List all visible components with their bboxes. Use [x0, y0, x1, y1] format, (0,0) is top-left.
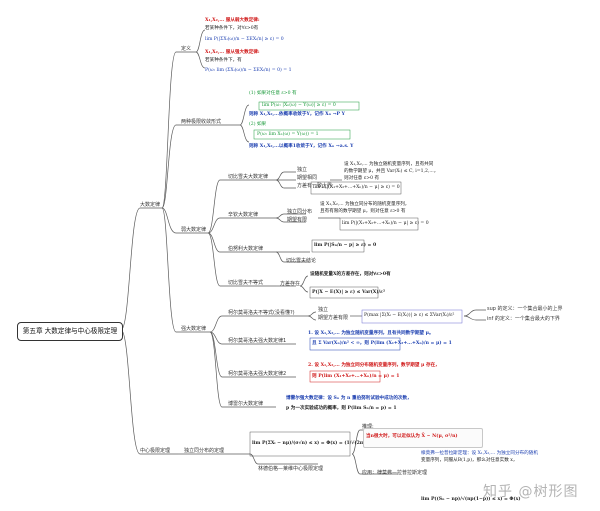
bern-note: 切比雪夫结论 [286, 258, 317, 264]
khin-text-a: 设 X₁,X₂,... 为独立同分布的随机变量序列， [320, 202, 410, 207]
node-chebyshev-lln[interactable]: 切比雪夫大数定律 [228, 174, 269, 180]
khin-formula: lim P(|(X₁+X₂+...+Xₙ)/n − μ| ≥ ε) = 0 [342, 221, 429, 226]
connector-convergence [161, 124, 240, 209]
conv-2-conclusion: 则称 X₁,X₂,...以概率1收敛于Y，记作 Xₙ →a.s. Y [249, 144, 354, 149]
def-weak-title: X₁,X₂,... 服从弱大数定律: [205, 18, 260, 23]
cheb-cond-mean: 期望相同 [297, 175, 318, 181]
def-weak-formula: lim P(|ΣXᵢ(ω)/n − ΣEXᵢ/n| ≥ ε) = 0 [205, 37, 284, 42]
sup-definition: sup 的定义：一个集合最小的上界 [487, 306, 563, 312]
node-weak-lln[interactable]: 弱大数定律 [181, 227, 207, 233]
clt-app-formula: lim P((Sₙ − np)/√(np(1−p)) ≤ x) = Φ(x) [421, 497, 521, 502]
kolmo-cond-finite: 期望方差有限 [318, 315, 349, 321]
clt-application-label: 应用：棣莫弗—拉普拉斯定理 [362, 470, 428, 476]
connector-weak [161, 207, 208, 234]
node-khinchin-lln[interactable]: 辛钦大数定律 [228, 212, 259, 218]
node-strong-lln[interactable]: 强大数定律 [181, 326, 207, 332]
def-strong-title: X₁,X₂,... 服从强大数定律: [205, 50, 260, 55]
conv-1-title: (1) 如果对任意 ε>0 有 [249, 91, 297, 96]
node-convergence[interactable]: 两种极限收敛形式 [181, 119, 222, 125]
kolmo-cond-independent: 独立 [318, 307, 329, 313]
khin-text-b: 且有有限的数学期望 μ，则对任意 ε>0 有 [320, 209, 406, 214]
node-iid-clt[interactable]: 独立同分布的定理 [184, 448, 225, 454]
watermark: 知乎 @树形图 [483, 484, 579, 500]
k1-text: 1. 设 X₁,X₂,... 为独立随机变量序列，且有共同数学期望 μ。 [308, 331, 434, 336]
branch-lln[interactable]: 大数定律 [140, 202, 161, 208]
conv-2-title: (2) 如果 [249, 122, 267, 127]
borel-formula: p 为一次实验成功的概率，则 P(lim Sₙ/n = p) = 1 [286, 406, 397, 411]
cheb-cond-variance: 方差有一致上界 [297, 183, 333, 189]
kolmo-formula: P(max |Σ(Xᵢ − E(Xᵢ))| ≥ ε) ≤ ΣVar(Xᵢ)/ε² [364, 313, 455, 318]
k2-text: 2. 设 X₁,X₂,... 为独立同分布随机变量序列，数学期望 μ 存在， [308, 363, 440, 368]
k2-formula: 则 P(lim (X₁+X₂+...+Xₙ)/n = μ) = 1 [312, 374, 400, 379]
node-lindeberg-levy[interactable]: 林德伯格—莱维中心极限定理 [258, 466, 324, 472]
cheb-text-c: 则对任意 ε>0 有 [344, 176, 380, 181]
node-kolmogorov-slln-2[interactable]: 柯尔莫哥洛夫强大数定律2 [228, 371, 287, 377]
bern-formula: lim P(|Sₙ/n − p| ≥ ε) = 0 [314, 243, 377, 248]
clt-app-text-a: 棣莫弗—拉普拉斯定理：设 X₁,X₂,... 为独立同分布的随机 [421, 451, 538, 456]
conv-1-conclusion: 则称 X₁,X₂,...依概率收敛于Y，记作 Xₙ →P Y [249, 112, 345, 117]
node-kolmogorov-slln-1[interactable]: 柯尔莫哥洛夫强大数定律1 [228, 338, 287, 344]
ineq-text: 设随机变量X的方差存在，则对∀ε>0有 [310, 272, 391, 277]
branch-clt[interactable]: 中心极限定理 [140, 448, 171, 454]
node-chebyshev-inequality[interactable]: 切比雪夫不等式 [228, 280, 264, 286]
clt-corollary: 当n很大时，可以近似认为 X̄ ~ N(μ, σ²/n) [366, 434, 458, 439]
cheb-text-a: 设 X₁,X₂,... 为独立随机变量序列，且有共同 [344, 162, 434, 167]
node-bernoulli-lln[interactable]: 伯努利大数定律 [228, 246, 264, 252]
clt-formula: lim P(ΣXᵢ − nμ)/(σ√n) ≤ x) = Φ(x) = (1/√… [252, 441, 405, 446]
conv-1-formula: lim P(ω: |Xₙ(ω) − Y(ω)| ≥ ε) = 0 [262, 103, 336, 108]
clt-corollary-label: 推理: [362, 424, 374, 430]
ineq-cond-variance: 方差存在 [280, 281, 301, 287]
khin-cond-mean: 期望有限 [287, 217, 308, 223]
k1-formula: 且 Σ Var(Xₙ)/n² < ∞，则 P(lim (X₁+X₂+...+Xₙ… [312, 341, 452, 346]
clt-app-text-b: 变量序列，同服从B(1,p)，那么对任意实数 x， [421, 458, 518, 463]
conv-2-formula: P(ω: lim Xₙ(ω) = Y(ω)) = 1 [257, 132, 319, 137]
borel-text: 博雷尔强大数定律：设 Sₙ 为 n 重伯努利试验中成功的次数， [286, 396, 412, 401]
cheb-cond-independent: 独立 [297, 167, 308, 173]
cheb-formula: lim P(|(X₁+X₂+...+Xₙ)/n − μ| ≥ ε) = 0 [313, 185, 400, 190]
def-weak-condition: 若某种条件下，对∀ε>0有 [205, 26, 259, 31]
khin-cond-iid: 独立同分布 [287, 209, 313, 215]
inf-definition: inf 的定义：一个集合最大的下界 [487, 316, 560, 322]
node-definition[interactable]: 定义 [181, 46, 192, 52]
node-kolmogorov-inequality[interactable]: 柯尔莫哥洛夫不等式(没看懂?) [228, 310, 295, 316]
ineq-formula: P(|X − E(X)| ≥ ε) ≤ Var(X)/ε² [312, 290, 385, 295]
clt-corollary-box [363, 428, 483, 448]
def-strong-condition: 若某种条件下，有 [205, 58, 242, 63]
connector-lln [120, 207, 162, 331]
cheb-text-b: 的数学期望 μ，并且 Var(Xᵢ) ≤ C, i=1,2,...， [344, 169, 439, 174]
root-node[interactable]: 第五章 大数定律与中心极限定理 [17, 322, 123, 341]
connector-clt [120, 329, 178, 455]
node-borel-slln[interactable]: 博雷尔大数定律 [228, 401, 264, 407]
connector-definition [161, 51, 196, 209]
def-strong-formula: P(ω: lim (ΣXᵢ(ω)/n − ΣEXᵢ/n) = 0) = 1 [205, 68, 292, 73]
